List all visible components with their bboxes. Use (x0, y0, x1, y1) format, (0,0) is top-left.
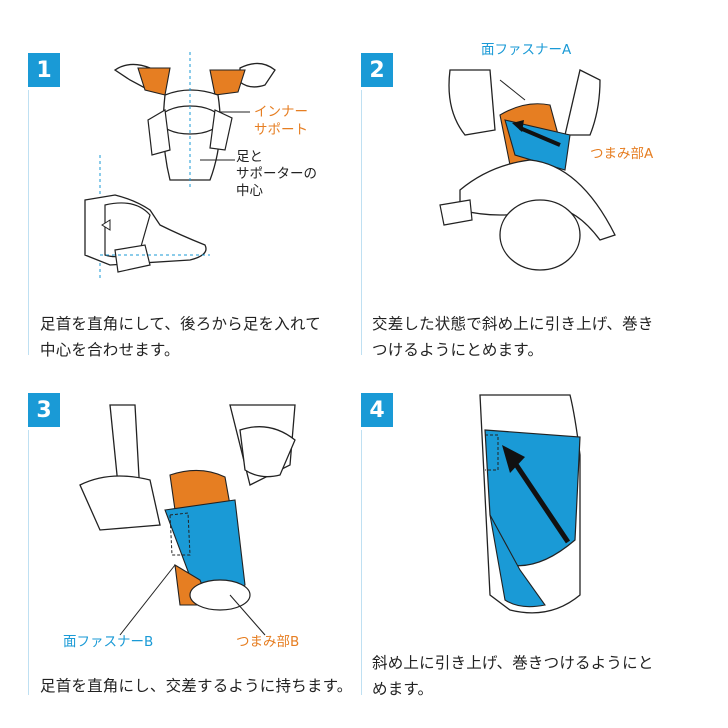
step-1-label-center-line2: サポーターの (236, 166, 317, 182)
step-1-caption: 足首を直角にして、後ろから足を入れて 中心を合わせます。 (40, 311, 350, 363)
step-1-number-badge: 1 (28, 53, 60, 87)
step-2-caption-line1: 交差した状態で斜め上に引き上げ、巻き (372, 315, 654, 333)
step-3-divider (28, 430, 29, 695)
step-1-label-inner-support-line2: サポート (254, 122, 308, 138)
step-1-label-inner-support-line1: インナー (254, 104, 308, 120)
step-4-caption-line1: 斜め上に引き上げ、巻きつけるようにと (372, 654, 654, 672)
step-2-caption-line2: つけるようにとめます。 (372, 341, 544, 359)
step-3-illustration (79, 404, 296, 636)
step-3-caption: 足首を直角にし、交差するように持ちます。 (40, 673, 360, 699)
step-2-divider (361, 90, 362, 355)
step-1-divider (28, 90, 29, 355)
step-4-number-badge: 4 (361, 393, 393, 427)
step-4-caption-line2: めます。 (372, 680, 434, 698)
step-2-number-badge: 2 (361, 53, 393, 87)
step-2-illustration (439, 69, 616, 271)
step-1-illustration (84, 52, 276, 280)
step-3-caption-line1: 足首を直角にし、交差するように持ちます。 (40, 677, 353, 695)
step-1-label-center-line3: 中心 (236, 183, 263, 199)
step-3-number-badge: 3 (28, 393, 60, 427)
step-2-caption: 交差した状態で斜め上に引き上げ、巻き つけるようにとめます。 (372, 311, 702, 363)
step-1-label-center-line1: 足と (236, 149, 263, 165)
step-1-caption-line2: 中心を合わせます。 (40, 341, 180, 359)
step-1-caption-line1: 足首を直角にして、後ろから足を入れて (40, 315, 321, 333)
step-2-label-fastener-a: 面ファスナーA (481, 42, 572, 58)
step-4-illustration (479, 394, 581, 614)
step-2-label-grip-a: つまみ部A (590, 146, 654, 162)
step-3-label-grip-b: つまみ部B (236, 634, 300, 650)
step-4-caption: 斜め上に引き上げ、巻きつけるようにと めます。 (372, 650, 702, 702)
step-4-divider (361, 430, 362, 695)
step-3-label-fastener-b: 面ファスナーB (63, 634, 154, 650)
